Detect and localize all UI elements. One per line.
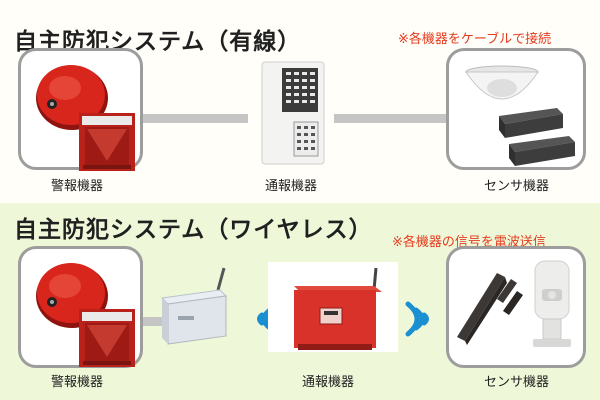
wireless-alarm-label: 警報機器 xyxy=(51,375,104,390)
alarm-bell-icon xyxy=(36,65,108,130)
alarm-panel-icon xyxy=(79,113,135,171)
alarm-panel-icon xyxy=(79,309,135,367)
beam-sensor-icon xyxy=(499,108,575,166)
wireless-alarm-box xyxy=(18,246,143,368)
wired-sensor-label: センサ機器 xyxy=(484,179,550,194)
wireless-cable xyxy=(140,317,168,326)
dome-sensor-icon xyxy=(465,65,539,100)
pir-sensor-icon xyxy=(533,260,571,347)
door-sensor-icon xyxy=(457,273,523,345)
wired-alarm-label: 警報機器 xyxy=(51,179,104,194)
transmitter-panel-icon xyxy=(294,267,382,350)
control-panel-icon xyxy=(261,61,325,165)
wired-sensor-box xyxy=(446,48,586,170)
wired-comm-label: 通報機器 xyxy=(265,179,318,194)
receiver-icon xyxy=(160,267,228,345)
wifi-signal-icon xyxy=(405,301,429,337)
wired-cable-left xyxy=(140,114,248,123)
wireless-title: 自主防犯システム（ワイヤレス） xyxy=(14,217,373,243)
wired-note: ※各機器をケーブルで接続 xyxy=(398,32,552,47)
wireless-comm-label: 通報機器 xyxy=(302,375,355,390)
wired-alarm-box xyxy=(18,48,143,171)
wired-cable-right xyxy=(334,114,446,123)
wireless-sensor-box xyxy=(446,246,586,368)
wireless-sensor-label: センサ機器 xyxy=(484,375,550,390)
